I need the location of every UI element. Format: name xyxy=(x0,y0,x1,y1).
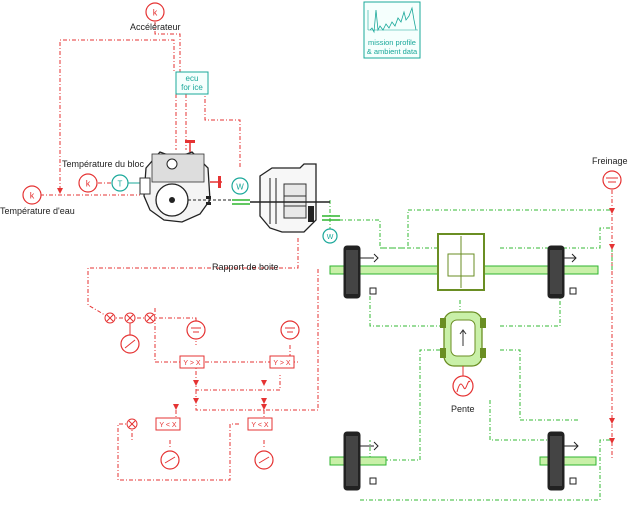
signal-junctions xyxy=(57,188,267,410)
compare-block-4-text: Y < X xyxy=(251,422,269,429)
svg-text:& ambient data: & ambient data xyxy=(367,47,418,56)
compare-block-2-text: Y > X xyxy=(273,360,291,367)
multiplier-4[interactable] xyxy=(126,418,138,430)
ecu-box[interactable]: ecu for ice xyxy=(175,71,209,95)
speed-sensor[interactable]: W xyxy=(231,177,250,205)
accelerator-source[interactable]: k xyxy=(145,2,165,22)
compare-block-1-text: Y > X xyxy=(183,360,201,367)
svg-text:W: W xyxy=(327,234,334,241)
thermal-T: T xyxy=(118,180,123,189)
compare-block-3[interactable]: Y < X xyxy=(155,417,181,431)
braking-label: Freinage xyxy=(592,156,628,166)
compare-block-3-text: Y < X xyxy=(159,422,177,429)
speed-sensor-w: W xyxy=(236,183,244,192)
svg-text:for ice: for ice xyxy=(181,83,203,92)
signal-wires xyxy=(40,22,613,481)
constant-source-3[interactable] xyxy=(280,320,300,340)
water-temp-k: k xyxy=(30,191,35,201)
block-temp-k: k xyxy=(86,179,91,189)
water-temp-label: Température d'eau xyxy=(0,206,75,216)
accelerator-label: Accélérateur xyxy=(130,22,181,32)
constant-source-4[interactable] xyxy=(160,450,180,470)
mission-profile-box[interactable]: mission profile & ambient data xyxy=(363,1,421,59)
engine-block[interactable] xyxy=(139,140,232,223)
car-body[interactable] xyxy=(440,311,486,367)
thermal-sensor[interactable]: T xyxy=(111,174,140,192)
braking-junctions xyxy=(609,208,615,444)
gear-ratio-label: Rapport de boite xyxy=(212,262,279,272)
constant-source-5[interactable] xyxy=(254,450,274,470)
multiplier-3[interactable] xyxy=(144,312,156,324)
constant-source-2[interactable] xyxy=(186,320,206,340)
svg-text:mission profile: mission profile xyxy=(368,38,416,47)
wheel-rear-right[interactable] xyxy=(539,431,597,491)
block-temp-source[interactable]: k xyxy=(78,173,98,193)
wheel-front-left[interactable] xyxy=(343,245,379,299)
slope-label: Pente xyxy=(451,404,475,414)
gearbox[interactable] xyxy=(250,163,330,233)
output-speed-sensor[interactable]: W xyxy=(322,215,340,244)
braking-source[interactable] xyxy=(602,170,622,190)
compare-block-4[interactable]: Y < X xyxy=(247,417,273,431)
multiplier-2[interactable] xyxy=(124,312,136,324)
slope-source[interactable] xyxy=(452,366,474,397)
svg-text:ecu: ecu xyxy=(186,74,199,83)
chassis-top[interactable] xyxy=(329,233,599,291)
compare-block-2[interactable]: Y > X xyxy=(269,355,295,369)
wheel-front-right[interactable] xyxy=(547,245,577,299)
constant-source-1[interactable] xyxy=(120,323,140,354)
accelerator-k: k xyxy=(153,8,158,18)
water-temp-source[interactable]: k xyxy=(22,185,42,205)
block-temp-label: Température du bloc xyxy=(62,159,145,169)
wheel-rear-left[interactable] xyxy=(329,431,387,491)
compare-block-1[interactable]: Y > X xyxy=(179,355,205,369)
multiplier-1[interactable] xyxy=(104,312,116,324)
